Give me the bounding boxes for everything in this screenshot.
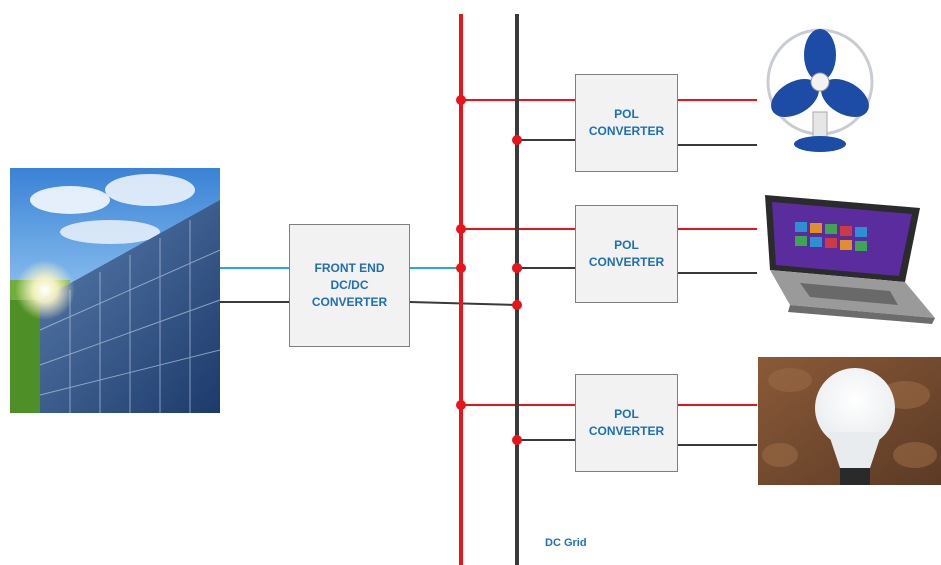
front-end-label-line1: FRONT END [314,261,385,275]
junction-dot [456,95,466,105]
front-end-label-line3: CONVERTER [311,295,388,309]
pol-converter-block-1: POL CONVERTER [575,74,678,172]
pol-converter-label-line2: CONVERTER [588,255,665,269]
pol-converter-label-line1: POL [614,407,639,421]
led-bulb-image [758,357,941,485]
pol-converter-label-line2: CONVERTER [588,424,665,438]
junction-dot [512,263,522,273]
junction-dot [456,224,466,234]
pol-converter-label-line1: POL [614,238,639,252]
front-end-converter-block: FRONT END DC/DC CONVERTER [289,224,410,347]
junction-dot [512,435,522,445]
solar-panel-image [10,168,221,413]
pol-converter-block-2: POL CONVERTER [575,205,678,303]
dc-grid-label: DC Grid [545,537,587,549]
junction-dot [456,400,466,410]
bus-junctions [456,95,522,445]
front-end-negative-wire [409,301,518,306]
laptop-image [765,195,935,324]
junction-dot [512,300,522,310]
pol-converter-label-line2: CONVERTER [588,124,665,138]
pol-converter-label-line1: POL [614,107,639,121]
pol-converter-block-3: POL CONVERTER [575,374,678,472]
front-end-label-line2: DC/DC [330,278,369,292]
desk-fan-image [766,28,874,152]
junction-dot [512,135,522,145]
junction-dot [456,263,466,273]
